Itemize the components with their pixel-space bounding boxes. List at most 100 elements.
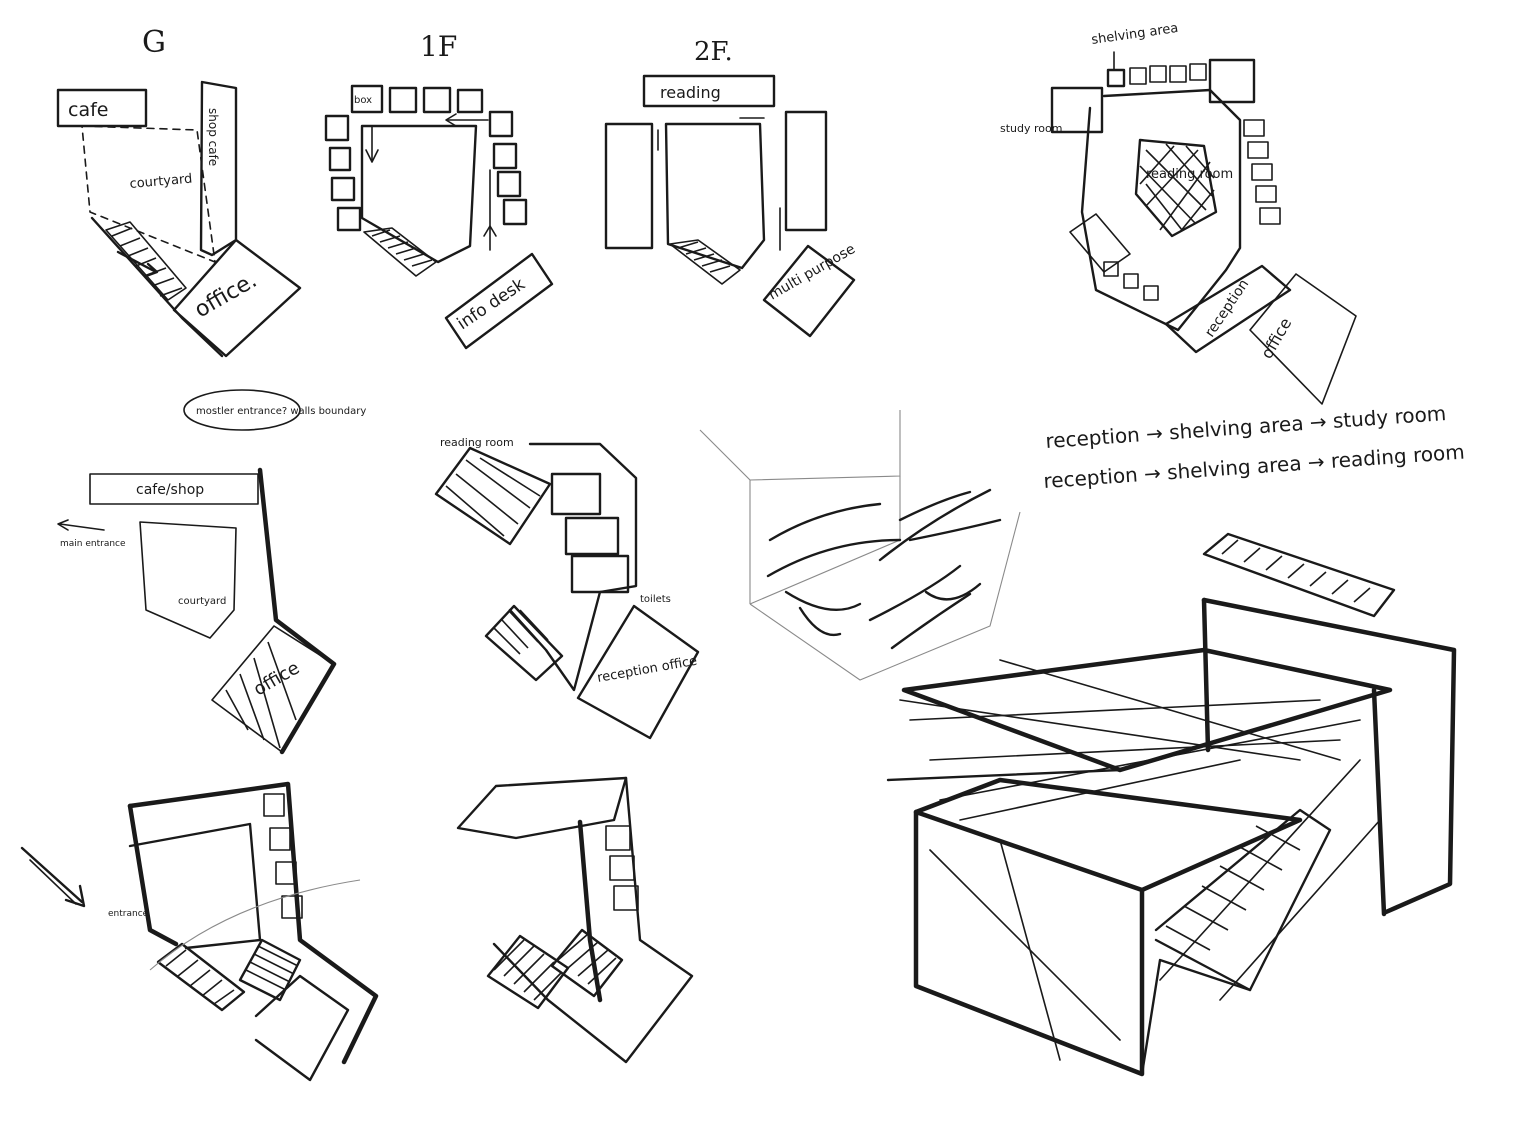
massing-outline [508,442,638,692]
approach-arrow [20,846,84,904]
entrance-arrowhead [57,519,69,531]
room-box [330,176,356,202]
room-box [605,825,631,851]
room-box-1 [350,84,384,114]
main-entrance-label: main entrance [60,539,126,549]
office-label: office. [191,268,262,323]
room-box [281,895,303,919]
tower-edge [1371,687,1387,917]
stair-arrow [116,250,158,274]
lower-plan-sketch-2 [456,776,694,1064]
context-line [149,879,361,971]
stair-hatch [493,939,563,1001]
room-box [388,86,418,114]
office-hatch [225,641,297,749]
perspective-line [699,429,751,604]
void-outline [360,124,478,264]
shop-cafe-strip [199,80,238,257]
ground-floor-plan: G cafe shop cafe courtyard office. [56,25,302,358]
room-box [496,170,522,198]
reading-box [642,74,776,108]
large-massing-sketch [886,532,1457,1077]
upper-stair-treads [1221,539,1371,603]
room-box [328,146,352,172]
office-zone [1249,273,1357,405]
room-box [1243,119,1265,137]
flow-arrows [766,488,1002,650]
side-wing-left [604,122,654,250]
stair-block [484,604,564,682]
site-office-block [211,625,335,753]
first-floor-plan: 1F box info desk [324,30,554,350]
toilets-label: toilets [640,594,671,605]
room-box [492,142,518,170]
tower-edge [1201,597,1211,753]
stair-block [363,227,437,277]
courtyard-outline [81,125,216,263]
stair-hatch [493,609,549,655]
bubble-note: mostler entrance? walls boundary [196,406,366,417]
floor-plate [901,647,1393,773]
perspective-flow-sketch [699,410,1021,681]
room-box [570,554,630,594]
room-box [1129,67,1147,85]
stair-block [486,934,570,1010]
shelving-area-label: shelving area [1090,21,1179,48]
core-wall [577,819,603,1003]
cafe-shop-label: cafe/shop [136,482,204,498]
stair-arrowhead [144,262,159,278]
room-box [1189,63,1207,81]
site-courtyard-outline [139,521,237,639]
reading-label: reading [660,83,721,102]
approach-arrow [29,859,77,905]
entry-block [1069,213,1131,273]
room-box [263,793,285,817]
study-room-block [1050,86,1104,134]
outline-wall [127,803,179,947]
room-box [550,472,602,516]
corner-block [1208,58,1256,104]
floor-plate-edge [886,688,1392,782]
zoning-boundary [1080,88,1242,332]
room-box [1143,285,1159,301]
room-box [1259,207,1281,225]
room-box [1123,273,1139,289]
room-box [422,86,452,114]
lower-plan-sketch-1: entrance [20,781,379,1082]
upper-wing [456,776,628,840]
reading-room-hatch [1139,143,1215,233]
room-box [502,198,528,226]
note-bubble [183,389,301,431]
room-box [1255,185,1277,203]
multi-purpose-block [762,244,856,338]
room-box [269,827,291,851]
perspective-line [749,410,901,481]
shop-cafe-label: shop cafe [206,108,220,166]
room-box [1251,163,1273,181]
room-box [613,885,639,911]
stair-hatch [677,241,731,273]
room-box [564,516,620,556]
reading-room-zone [1134,138,1218,238]
side-wing-right [784,110,828,232]
entrance-note: entrance [108,909,149,919]
outline-wall [127,781,379,1065]
stair-hatch [111,227,183,297]
plinth-edge [1140,958,1252,1076]
massing-sketch: reading room toilets reception office [434,436,700,740]
approach-arrowhead [64,884,86,908]
lower-stair [1154,808,1332,992]
stair-block [669,239,741,285]
cafe-shop-box [89,473,259,505]
room-box [1247,141,1269,159]
lower-room [254,974,350,1082]
room-box [1169,65,1187,83]
reading-room-massing-label: reading room [440,436,514,449]
stair-hatch [557,933,617,985]
void-outline [664,122,766,270]
room-box [1103,261,1119,277]
reading-room-label: reading room [1146,167,1233,182]
flow-notes: reception → shelving area → study room r… [1043,401,1466,493]
stair-block [550,928,624,998]
zoning-office-label: office [1257,314,1295,362]
